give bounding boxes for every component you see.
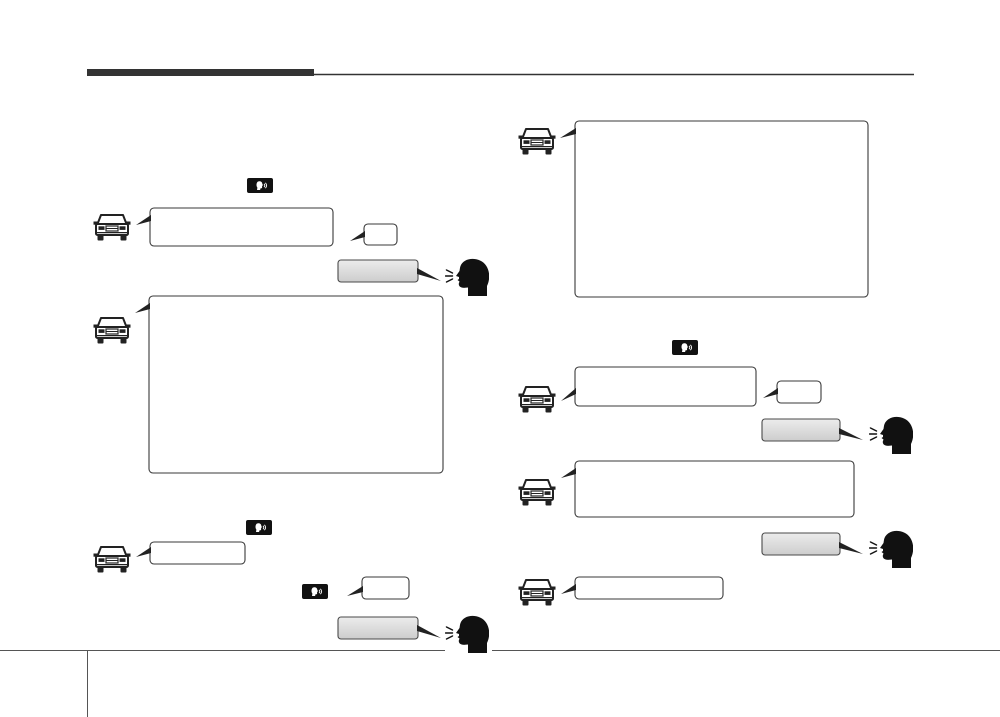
voice-button-icon (672, 340, 698, 355)
system-tone-bubble (350, 223, 398, 246)
car-icon (518, 128, 556, 155)
speaking-person-icon (445, 258, 489, 296)
speaking-person-icon (869, 530, 913, 568)
user-speech-bubble (337, 259, 441, 283)
header-rule (87, 69, 914, 76)
car-icon (518, 579, 556, 606)
system-speech-bubble (136, 207, 334, 247)
system-tone-bubble (763, 380, 822, 404)
speaking-person-icon (869, 416, 913, 454)
voice-button-icon (247, 178, 273, 193)
system-tone-bubble (347, 576, 410, 600)
footer-rule (0, 650, 1000, 717)
car-icon (93, 546, 131, 573)
user-speech-bubble (761, 418, 863, 442)
car-icon (93, 214, 131, 241)
system-speech-bubble (560, 120, 869, 298)
voice-button-icon (246, 520, 272, 535)
car-icon (518, 386, 556, 413)
system-speech-bubble (561, 576, 724, 600)
system-speech-bubble (135, 295, 444, 474)
system-speech-bubble (561, 460, 855, 518)
header-thick-bar (87, 69, 314, 76)
voice-button-icon (302, 584, 328, 599)
car-icon (518, 479, 556, 506)
user-speech-bubble (761, 532, 863, 556)
car-icon (93, 317, 131, 344)
system-speech-bubble (136, 541, 246, 565)
system-speech-bubble (561, 366, 757, 407)
speaking-person-icon (445, 615, 489, 653)
user-speech-bubble (337, 616, 441, 640)
